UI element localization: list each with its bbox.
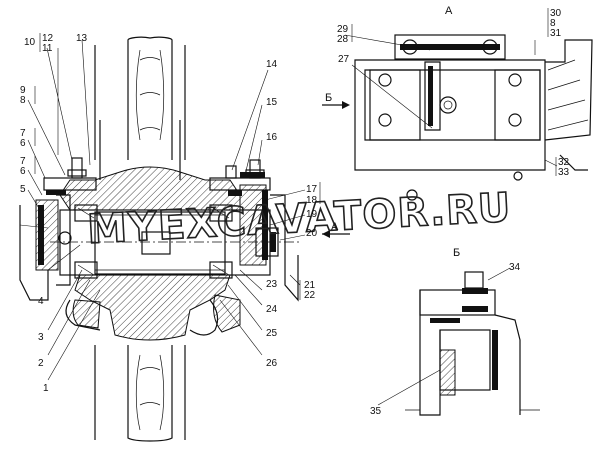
callout-9: 9 <box>20 85 26 96</box>
callout-30: 30 <box>550 8 562 19</box>
callout-26: 26 <box>266 358 278 369</box>
callout-4: 4 <box>38 296 44 307</box>
callout-32: 32 <box>558 157 570 168</box>
callout-17: 17 <box>306 184 318 195</box>
view-a <box>354 34 593 201</box>
callout-11: 11 <box>42 43 53 54</box>
callout-15: 15 <box>266 97 278 108</box>
callout-24: 24 <box>266 304 278 315</box>
hub-lower-body <box>74 274 231 341</box>
callout-21: 21 <box>304 280 316 291</box>
callout-7b: 7 <box>20 156 26 167</box>
callout-2: 2 <box>38 358 44 369</box>
callout-27: 27 <box>338 54 350 65</box>
top-bolts <box>67 157 265 179</box>
callout-33: 33 <box>558 167 570 178</box>
callout-18: 18 <box>306 195 318 206</box>
callout-labels: 1 2 3 4 5 6 7 6 7 8 9 10 11 12 13 14 15 … <box>20 8 570 417</box>
callout-28: 28 <box>337 34 349 45</box>
callout-8b: 8 <box>550 18 556 29</box>
callout-35: 35 <box>370 406 382 417</box>
callout-13: 13 <box>76 33 88 44</box>
callout-14: 14 <box>266 59 278 70</box>
main-section-view <box>19 36 300 442</box>
callout-34: 34 <box>509 262 521 273</box>
callout-6a: 6 <box>20 138 26 149</box>
callout-stack-bars <box>34 8 557 300</box>
view-arrows <box>322 101 350 238</box>
callout-5: 5 <box>20 184 26 195</box>
callout-20: 20 <box>306 228 318 239</box>
callout-8: 8 <box>20 95 26 106</box>
view-b-title: Б <box>453 247 460 259</box>
bearings <box>74 204 233 279</box>
left-flange <box>19 177 97 301</box>
lower-track-link <box>94 345 186 442</box>
view-a-title: А <box>445 5 453 17</box>
callout-31: 31 <box>550 28 562 39</box>
lower-arms <box>65 294 241 336</box>
right-flange <box>209 172 299 302</box>
upper-track-link <box>94 36 186 180</box>
callout-23: 23 <box>266 279 278 290</box>
callout-7a: 7 <box>20 128 26 139</box>
callout-16: 16 <box>266 132 278 143</box>
callout-1: 1 <box>43 383 49 394</box>
callout-19: 19 <box>306 209 318 220</box>
callout-29: 29 <box>337 24 349 35</box>
leader-lines <box>19 34 558 406</box>
callout-3: 3 <box>38 332 44 343</box>
callout-22: 22 <box>304 290 316 301</box>
callout-12: 12 <box>42 33 54 44</box>
callout-10: 10 <box>24 37 36 48</box>
view-b-arrow-label: Б <box>325 92 332 104</box>
callout-6b: 6 <box>20 166 26 177</box>
callout-25: 25 <box>266 328 278 339</box>
view-a-arrow-label: А <box>331 221 339 233</box>
view-b <box>405 271 540 416</box>
